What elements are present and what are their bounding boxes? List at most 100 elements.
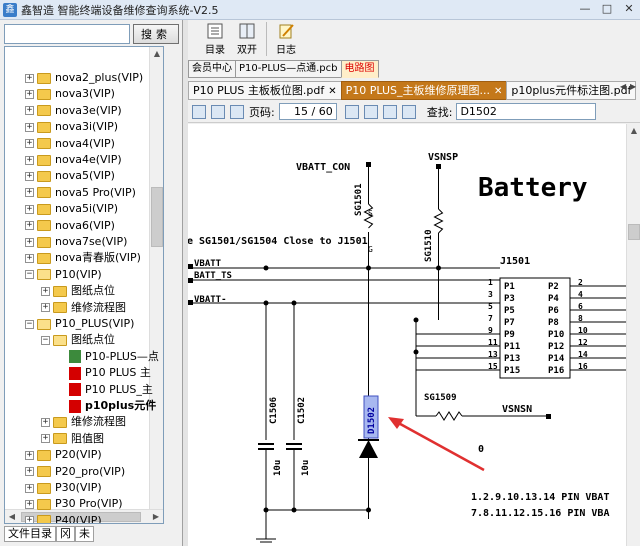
tab-circuit-diagram[interactable]: 电路图 [340,60,379,78]
tree-expander-icon[interactable]: + [25,72,34,83]
hscroll-thumb[interactable] [21,512,141,522]
tree-item[interactable]: +维修流程图 [41,414,126,430]
tree-item[interactable]: P10 PLUS_主 [57,382,153,398]
tree-item[interactable]: P10 PLUS 主 [57,365,151,381]
tree-item[interactable]: +nova2_plus(VIP) [25,70,143,86]
page-number-input[interactable]: 15 / 60 [278,103,337,120]
fit-page-icon[interactable] [344,104,359,119]
tab-scroll-left-icon[interactable]: ◀ [620,82,627,91]
tree-item[interactable]: +nova3(VIP) [25,86,115,102]
tree-expander-icon[interactable]: + [41,416,50,427]
tree-item[interactable]: p10plus元件 [57,398,156,414]
canvas-vertical-scrollbar[interactable]: ▲ [626,124,640,546]
pin-number: 8 [578,314,583,323]
tree-expander-icon[interactable]: + [25,449,34,460]
tree-item[interactable]: +nova6(VIP) [25,218,115,234]
tree-item[interactable]: +nova3i(VIP) [25,119,118,135]
tree-expander-icon[interactable]: + [25,498,34,509]
tree-expander-icon[interactable]: + [25,121,34,132]
tree-expander-icon[interactable]: + [25,252,34,263]
pin-label: P11 [504,342,520,352]
pin-label: P5 [504,306,515,316]
scroll-up-icon[interactable]: ▲ [630,126,638,135]
tree-expander-icon[interactable]: + [25,154,34,165]
tree-item[interactable]: +nova4e(VIP) [25,152,122,168]
tab-pcb-file[interactable]: P10-PLUS—点通.pcb [235,60,342,78]
scroll-thumb[interactable] [151,187,163,247]
tree-expander-icon[interactable]: + [25,88,34,99]
tree-item[interactable]: +P30(VIP) [25,480,102,496]
tree-expander-icon[interactable]: + [41,285,50,296]
tree-expander-icon[interactable]: + [41,302,50,313]
tree-item[interactable]: +nova青春版(VIP) [25,250,141,266]
tab-member-center[interactable]: 会员中心 [188,60,236,78]
fit-width-icon[interactable] [363,104,378,119]
tree-expander-icon[interactable]: − [25,318,34,329]
tree-expander-icon[interactable]: + [25,187,34,198]
minimize-button[interactable]: — [579,2,591,15]
tree-item[interactable]: P10-PLUS—点 [57,349,159,365]
save-icon[interactable] [192,104,206,119]
tree-item[interactable]: −图纸点位 [41,332,115,348]
tab-file-component-label[interactable]: p10plus元件标注图.pdf [506,81,637,100]
scroll-left-icon[interactable]: ◀ [8,512,16,521]
tree-item[interactable]: +nova5 Pro(VIP) [25,185,136,201]
tab-close-icon[interactable]: ✕ [493,86,503,97]
tab-file-directory[interactable]: 文件目录 [4,526,56,542]
tab-close-icon[interactable]: ✕ [328,86,337,97]
rotate-icon[interactable] [230,104,244,119]
title-bar: 鑫 鑫智造 智能终端设备维修查询系统-V2.5 — □ ✕ [0,0,640,20]
tree-item[interactable]: +P20(VIP) [25,447,102,463]
dual-open-button[interactable]: 双开 [234,22,260,56]
panel-splitter[interactable] [183,20,188,546]
catalog-button[interactable]: 目录 [202,22,228,56]
tree-item[interactable]: +nova3e(VIP) [25,103,122,119]
tree-expander-icon[interactable]: + [25,203,34,214]
tree-item[interactable]: +nova5i(VIP) [25,201,118,217]
tree-item[interactable]: −P10(VIP) [25,267,102,283]
log-button[interactable]: 日志 [273,22,299,56]
tree-expander-icon[interactable]: + [25,105,34,116]
tree-item[interactable]: +P20_pro(VIP) [25,464,125,480]
search-button[interactable]: 搜索 [133,24,179,44]
find-input[interactable]: D1502 [456,103,597,120]
canvas-scroll-thumb[interactable] [628,224,640,240]
file-tree[interactable]: ▲ ◀ ▶ +nova2_plus(VIP)+nova3(VIP)+nova3e… [4,46,164,524]
tree-expander-icon[interactable]: + [25,138,34,149]
tree-item[interactable]: +维修流程图 [41,300,126,316]
tree-expander-icon[interactable]: − [25,269,34,280]
tree-item[interactable]: +图纸点位 [41,283,115,299]
tree-expander-icon[interactable]: + [25,220,34,231]
tab-file-schematic[interactable]: P10 PLUS_主板维修原理图...✕ [340,81,508,100]
tree-expander-icon[interactable]: + [41,433,50,444]
tree-expander-icon[interactable]: − [41,334,50,345]
search-input[interactable] [4,24,130,44]
tree-item[interactable]: +P40(VIP) [25,513,102,524]
tree-expander-icon[interactable]: + [25,236,34,247]
tab-left-3[interactable]: 未 [75,526,94,542]
toolbar-separator [266,22,267,56]
tree-item[interactable]: −P10_PLUS(VIP) [25,316,134,332]
scroll-right-icon[interactable]: ▶ [152,512,160,521]
scroll-up-icon[interactable]: ▲ [153,49,161,58]
tree-item[interactable]: +阻值图 [41,431,104,447]
tab-file-board-position[interactable]: P10 PLUS 主板板位图.pdf✕ [188,81,342,100]
tree-item[interactable]: +P30 Pro(VIP) [25,496,123,512]
zoom-in-icon[interactable] [382,104,397,119]
tree-expander-icon[interactable]: + [25,170,34,181]
schematic-canvas[interactable]: VBATT_CON SG1501 S G VSNSP SG1510 Batter… [188,124,626,546]
tree-item[interactable]: +nova4(VIP) [25,136,115,152]
tree-expander-icon[interactable]: + [25,482,34,493]
close-button[interactable]: ✕ [624,2,634,15]
tab-scroll-right-icon[interactable]: ▶ [630,82,637,91]
tree-expander-icon[interactable]: + [25,515,34,524]
zoom-out-icon[interactable] [401,104,416,119]
tree-item[interactable]: +nova7se(VIP) [25,234,127,250]
tree-item[interactable]: +nova5(VIP) [25,168,115,184]
maximize-button[interactable]: □ [601,2,613,15]
print-icon[interactable] [211,104,225,119]
tree-expander-icon[interactable]: + [25,466,34,477]
tab-left-2[interactable]: 冈 [56,526,75,542]
pin-label: P16 [548,366,564,376]
tree-vertical-scrollbar[interactable]: ▲ [149,47,163,509]
